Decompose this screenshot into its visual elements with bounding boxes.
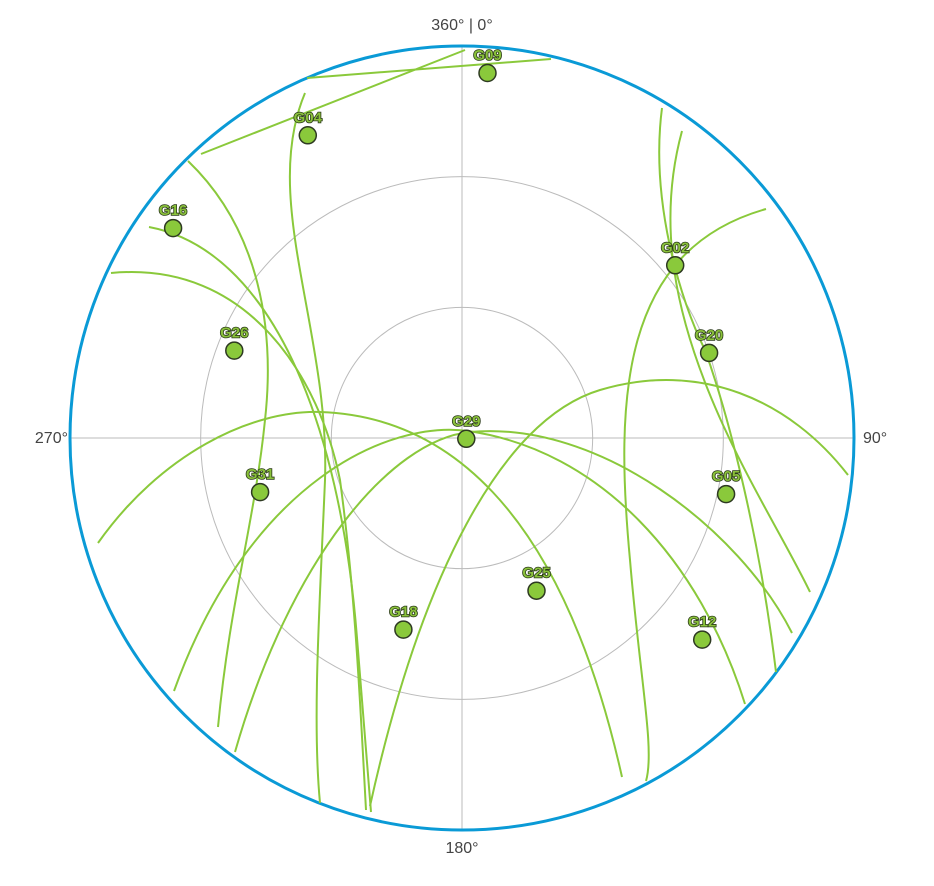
satellite-label: G31: [246, 466, 274, 483]
satellite-label: G12: [688, 614, 716, 631]
elevation-ring-30: [200, 176, 724, 700]
elevation-ring-60: [330, 306, 594, 570]
satellite-track: [110, 271, 367, 811]
satellite-track: [97, 410, 623, 778]
satellite-marker[interactable]: [665, 256, 685, 275]
satellite-label: G09: [473, 47, 501, 64]
satellite-track: [187, 160, 269, 728]
satellite-track: [669, 130, 811, 593]
satellite-g09[interactable]: G09: [473, 46, 502, 83]
satellite-g16[interactable]: G16: [158, 201, 188, 238]
satellite-marker[interactable]: [478, 63, 497, 83]
satellite-marker[interactable]: [692, 630, 712, 649]
satellite-g04[interactable]: G04: [293, 109, 323, 145]
satellite-marker[interactable]: [298, 126, 318, 145]
satellite-g18[interactable]: G18: [388, 603, 418, 639]
satellite-marker[interactable]: [699, 343, 719, 363]
satellite-g05[interactable]: G05: [711, 467, 741, 504]
satellite-marker[interactable]: [225, 341, 244, 360]
satellite-marker[interactable]: [457, 429, 476, 449]
satellite-g20[interactable]: G20: [694, 326, 724, 363]
satellite-label: G26: [220, 325, 248, 342]
azimuth-label-west: 270°: [35, 430, 68, 447]
azimuth-label-south: 180°: [445, 840, 478, 857]
satellite-label: G05: [712, 468, 740, 485]
satellite-g29[interactable]: G29: [451, 412, 481, 449]
satellite-g02[interactable]: G02: [660, 239, 690, 275]
satellite-track: [306, 58, 552, 79]
satellite-label: G18: [389, 604, 417, 621]
satellite-marker[interactable]: [250, 482, 270, 502]
satellite-marker[interactable]: [394, 620, 413, 639]
satellite-marker[interactable]: [163, 218, 183, 238]
azimuth-label-north: 360° | 0°: [431, 17, 492, 34]
satellite-marker[interactable]: [716, 484, 736, 504]
satellite-tracks: [97, 49, 849, 813]
polar-grid: [68, 44, 856, 832]
satellite-label: G20: [695, 327, 723, 344]
satellite-marker[interactable]: [527, 581, 546, 600]
satellite-label: G29: [452, 413, 480, 430]
satellite-label: G02: [661, 239, 689, 256]
satellite-label: G04: [294, 109, 323, 126]
satellite-g25[interactable]: G25: [522, 564, 551, 600]
azimuth-label-east: 90°: [863, 430, 887, 447]
satellite-g31[interactable]: G31: [245, 465, 275, 502]
satellite-g26[interactable]: G26: [219, 324, 249, 360]
satellite-g12[interactable]: G12: [687, 613, 717, 649]
satellite-track: [369, 378, 849, 807]
satellite-label: G16: [159, 202, 187, 219]
horizon-ring: [68, 44, 856, 832]
satellite-track: [148, 226, 372, 813]
satellite-track: [288, 92, 327, 804]
satellite-track: [200, 49, 466, 155]
azimuth-labels: 360° | 0° 90° 180° 270°: [35, 17, 887, 857]
satellite-label: G25: [522, 565, 550, 582]
